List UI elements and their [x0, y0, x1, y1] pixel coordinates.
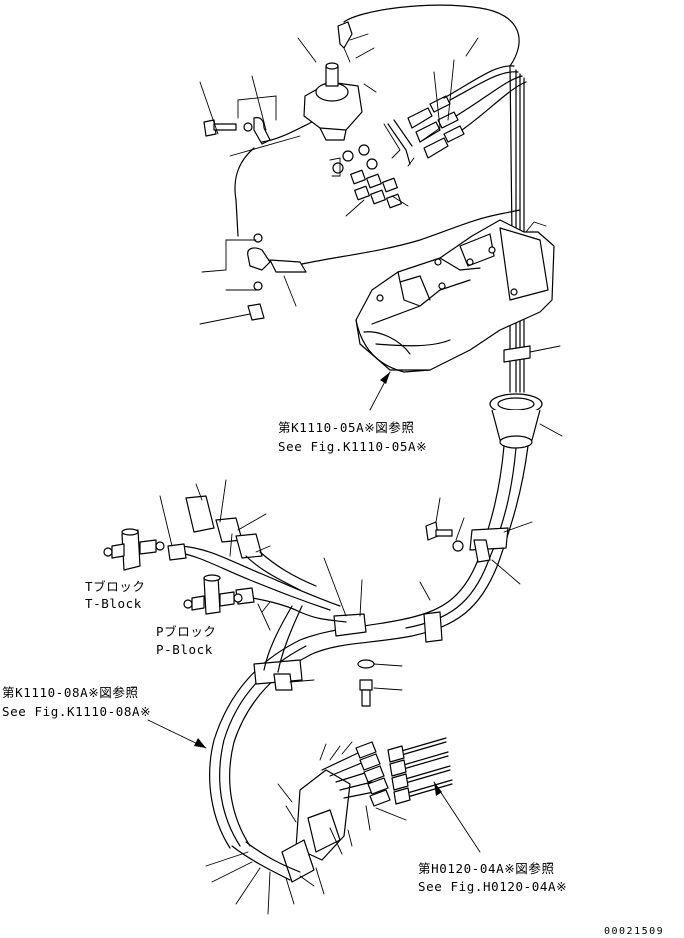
ref-k1110-08a-jp: 第K1110-08A※図参照	[2, 685, 139, 700]
ref-k1110-05a-en: See Fig.K1110-05A※	[278, 439, 427, 454]
left-branch	[159, 479, 347, 673]
hose-bundle-bottom-right	[387, 737, 481, 853]
hose-fittings-top	[407, 65, 527, 159]
o-rings-cluster	[332, 144, 378, 174]
t-block-label-en: T-Block	[85, 596, 142, 611]
callout-labels: 第K1110-05A※図参照 See Fig.K1110-05A※ Tブロック …	[2, 420, 664, 937]
ref-h0120-04a-jp: 第H0120-04A※図参照	[418, 861, 555, 876]
main-harness	[209, 445, 533, 849]
t-block-label-jp: Tブロック	[85, 579, 146, 594]
drawing-serial-number: 00021509	[604, 926, 664, 937]
p-block-label-jp: Pブロック	[156, 624, 217, 639]
p-block-label-en: P-Block	[156, 642, 213, 657]
t-block	[103, 528, 165, 571]
grommet	[489, 393, 563, 449]
ppc-valve-assembly	[199, 21, 527, 325]
bottom-connectors	[205, 741, 407, 915]
console-housing	[355, 219, 555, 411]
p-block	[183, 574, 243, 615]
bolt-washer-right	[357, 497, 465, 707]
ref-h0120-04a-en: See Fig.H0120-04A※	[418, 879, 567, 894]
adapter-fittings-cluster	[350, 169, 402, 209]
arrow-k1110-08a	[147, 719, 207, 749]
ref-k1110-05a-jp: 第K1110-05A※図参照	[278, 420, 415, 435]
ref-k1110-08a-en: See Fig.K1110-08A※	[2, 704, 151, 719]
